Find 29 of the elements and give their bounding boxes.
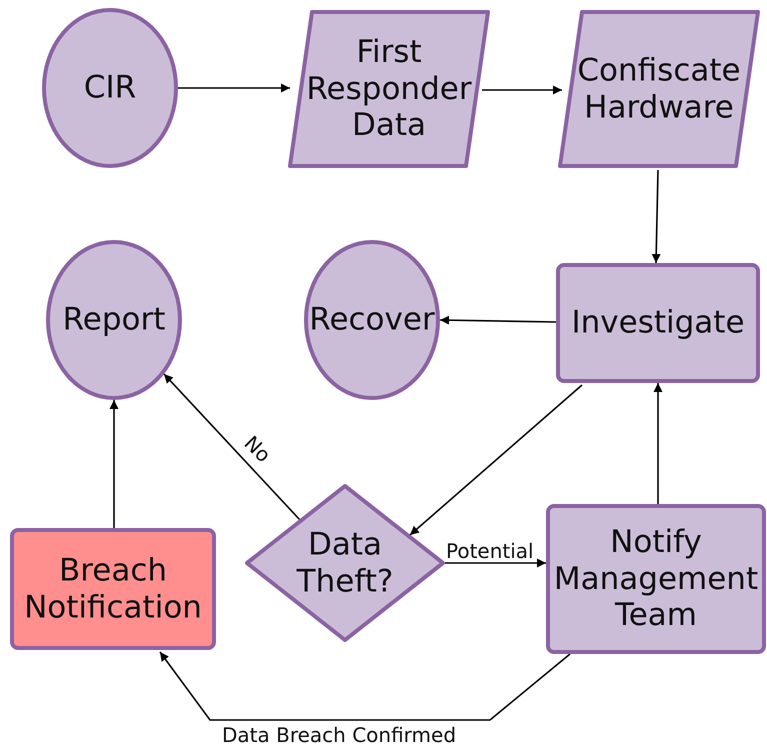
node-label: Breach Notification — [23, 552, 203, 626]
arrow — [482, 86, 562, 94]
arrow — [445, 558, 546, 568]
node-label: Notify Management Team — [552, 524, 760, 634]
arrow — [654, 383, 662, 504]
data-parallelogram — [288, 10, 490, 168]
node-label: Recover — [308, 302, 436, 338]
node-label: Report — [62, 302, 166, 338]
arrow — [178, 84, 290, 92]
process-box — [10, 528, 216, 650]
data-parallelogram — [558, 10, 760, 168]
arrow — [440, 316, 556, 325]
arrow — [159, 652, 570, 721]
process-box — [556, 263, 760, 383]
arrow — [652, 170, 661, 264]
end-circle — [46, 240, 182, 400]
node-label: Confiscate Hardware — [576, 52, 742, 126]
node-label: Investigate — [570, 304, 746, 342]
edge-label: No — [238, 430, 276, 468]
node-label: First Responder Data — [305, 34, 473, 144]
start-circle — [42, 8, 178, 168]
end-circle — [304, 240, 440, 400]
node-label: CIR — [82, 70, 138, 106]
decision-diamond — [245, 484, 445, 642]
process-box — [546, 504, 766, 654]
node-label: Data Theft? — [296, 526, 394, 600]
arrow — [409, 384, 583, 536]
arrow — [110, 400, 118, 528]
arrow — [163, 373, 301, 521]
